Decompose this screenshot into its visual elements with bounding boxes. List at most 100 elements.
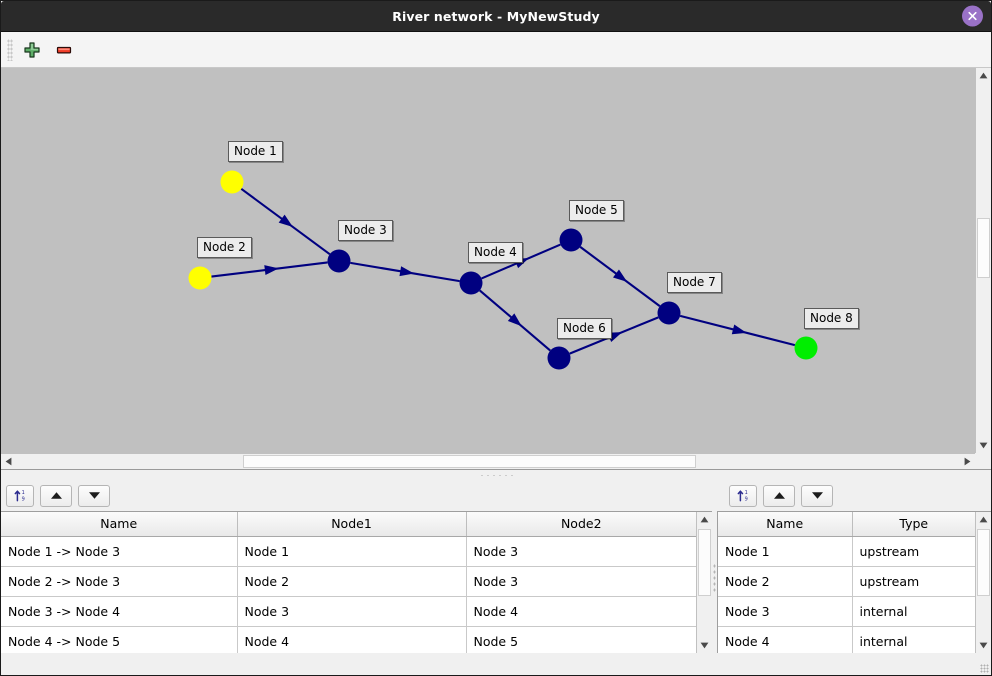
table-cell[interactable]: Node 2 bbox=[718, 566, 853, 597]
nodes-scroll-up-button[interactable] bbox=[976, 512, 991, 527]
graph-node-node-8[interactable] bbox=[794, 336, 818, 360]
node-label-node-3[interactable]: Node 3 bbox=[338, 220, 393, 241]
table-cell[interactable]: Node 1 bbox=[237, 536, 467, 567]
minus-icon bbox=[56, 46, 72, 54]
column-header-node1[interactable]: Node1 bbox=[237, 512, 467, 537]
svg-text:9: 9 bbox=[744, 497, 747, 503]
canvas-horizontal-scrollbar[interactable] bbox=[1, 453, 975, 469]
scroll-right-button[interactable] bbox=[960, 454, 975, 469]
branches-toolbar: 1 9 bbox=[1, 480, 712, 511]
node-label-node-7[interactable]: Node 7 bbox=[667, 272, 722, 293]
graph-node-node-2[interactable] bbox=[188, 266, 212, 290]
table-cell[interactable]: Node 3 bbox=[466, 566, 696, 597]
table-cell[interactable]: upstream bbox=[852, 536, 975, 567]
graph-node-node-6[interactable] bbox=[547, 346, 571, 370]
node-label-node-8[interactable]: Node 8 bbox=[804, 308, 859, 329]
move-branch-down-button[interactable] bbox=[78, 484, 110, 507]
graph-node-node-1[interactable] bbox=[220, 170, 244, 194]
nodes-scroll-thumb[interactable] bbox=[977, 529, 990, 596]
table-cell[interactable]: Node 1 -> Node 3 bbox=[1, 536, 238, 567]
node-label-node-1[interactable]: Node 1 bbox=[228, 141, 283, 162]
add-node-button[interactable] bbox=[19, 37, 45, 63]
table-cell[interactable]: Node 4 -> Node 5 bbox=[1, 626, 238, 653]
svg-text:1: 1 bbox=[21, 490, 24, 496]
close-icon[interactable] bbox=[962, 5, 983, 27]
horizontal-scroll-thumb[interactable] bbox=[242, 455, 696, 468]
vertical-scroll-track[interactable] bbox=[976, 83, 991, 438]
graph-node-node-7[interactable] bbox=[657, 301, 681, 325]
table-cell[interactable]: Node 3 bbox=[466, 536, 696, 567]
vertical-splitter[interactable] bbox=[712, 480, 717, 675]
network-diagram[interactable]: Node 1 Node 2 Node 3 Node 4 Node 5 Node 6 Node… bbox=[1, 68, 975, 453]
scroll-left-button[interactable] bbox=[1, 454, 16, 469]
scroll-up-button[interactable] bbox=[976, 68, 991, 83]
branches-scroll-track[interactable] bbox=[697, 527, 712, 638]
remove-node-button[interactable] bbox=[51, 37, 77, 63]
node-label-node-6[interactable]: Node 6 bbox=[557, 318, 612, 339]
table-cell[interactable]: Node 4 bbox=[718, 626, 853, 653]
nodes-scroll-down-button[interactable] bbox=[976, 638, 991, 653]
branches-scroll-thumb[interactable] bbox=[698, 529, 711, 596]
column-header-node2[interactable]: Node2 bbox=[466, 512, 696, 537]
branches-scroll-up-button[interactable] bbox=[697, 512, 712, 527]
sort-branches-button[interactable]: 1 9 bbox=[6, 484, 34, 507]
vertical-scroll-thumb[interactable] bbox=[977, 217, 990, 279]
sort-nodes-button[interactable]: 1 9 bbox=[729, 484, 757, 507]
arrow-up-icon bbox=[50, 492, 62, 499]
table-cell[interactable]: Node 5 bbox=[466, 626, 696, 653]
move-node-down-button[interactable] bbox=[801, 484, 833, 507]
horizontal-splitter[interactable] bbox=[1, 469, 991, 480]
table-cell[interactable]: Node 4 bbox=[237, 626, 467, 653]
arrow-down-icon bbox=[811, 492, 823, 499]
table-cell[interactable]: Node 2 -> Node 3 bbox=[1, 566, 238, 597]
scroll-down-button[interactable] bbox=[976, 438, 991, 453]
scrollbar-corner bbox=[975, 453, 991, 469]
column-header-name[interactable]: Name bbox=[718, 512, 853, 537]
node-label-node-4[interactable]: Node 4 bbox=[468, 242, 523, 263]
toolbar-grip[interactable] bbox=[7, 38, 13, 61]
branches-scroll-down-button[interactable] bbox=[697, 638, 712, 653]
canvas-vertical-scrollbar[interactable] bbox=[975, 68, 991, 453]
graph-node-node-4[interactable] bbox=[459, 271, 483, 295]
nodes-vertical-scrollbar[interactable] bbox=[975, 512, 991, 653]
node-label-node-5[interactable]: Node 5 bbox=[569, 200, 624, 221]
branches-vertical-scrollbar[interactable] bbox=[696, 512, 712, 653]
sort-icon: 1 9 bbox=[14, 490, 24, 503]
table-cell[interactable]: internal bbox=[852, 596, 975, 627]
arrow-up-icon bbox=[773, 492, 785, 499]
column-header-name[interactable]: Name bbox=[1, 512, 238, 537]
edge-arrow-icon bbox=[612, 269, 628, 282]
table-cell[interactable]: Node 1 bbox=[718, 536, 853, 567]
table-cell[interactable]: Node 3 bbox=[718, 596, 853, 627]
horizontal-scroll-track[interactable] bbox=[16, 454, 960, 469]
plus-icon bbox=[24, 41, 40, 58]
graph-node-node-3[interactable] bbox=[327, 249, 351, 273]
table-cell[interactable]: Node 4 bbox=[466, 596, 696, 627]
move-node-up-button[interactable] bbox=[763, 484, 795, 507]
column-header-type[interactable]: Type bbox=[852, 512, 975, 537]
table-cell[interactable]: internal bbox=[852, 626, 975, 653]
graph-node-node-5[interactable] bbox=[559, 228, 583, 252]
window-resize-grip[interactable] bbox=[980, 664, 989, 673]
table-cell[interactable]: Node 2 bbox=[237, 566, 467, 597]
vertical-splitter-grip-icon bbox=[713, 562, 716, 593]
table-cell[interactable]: upstream bbox=[852, 566, 975, 597]
edge-arrow-icon bbox=[264, 265, 279, 276]
node-label-node-2[interactable]: Node 2 bbox=[197, 237, 252, 258]
table-cell[interactable]: Node 3 bbox=[237, 596, 467, 627]
move-branch-up-button[interactable] bbox=[40, 484, 72, 507]
table-cell[interactable]: Node 3 -> Node 4 bbox=[1, 596, 238, 627]
nodes-scroll-track[interactable] bbox=[976, 527, 991, 638]
